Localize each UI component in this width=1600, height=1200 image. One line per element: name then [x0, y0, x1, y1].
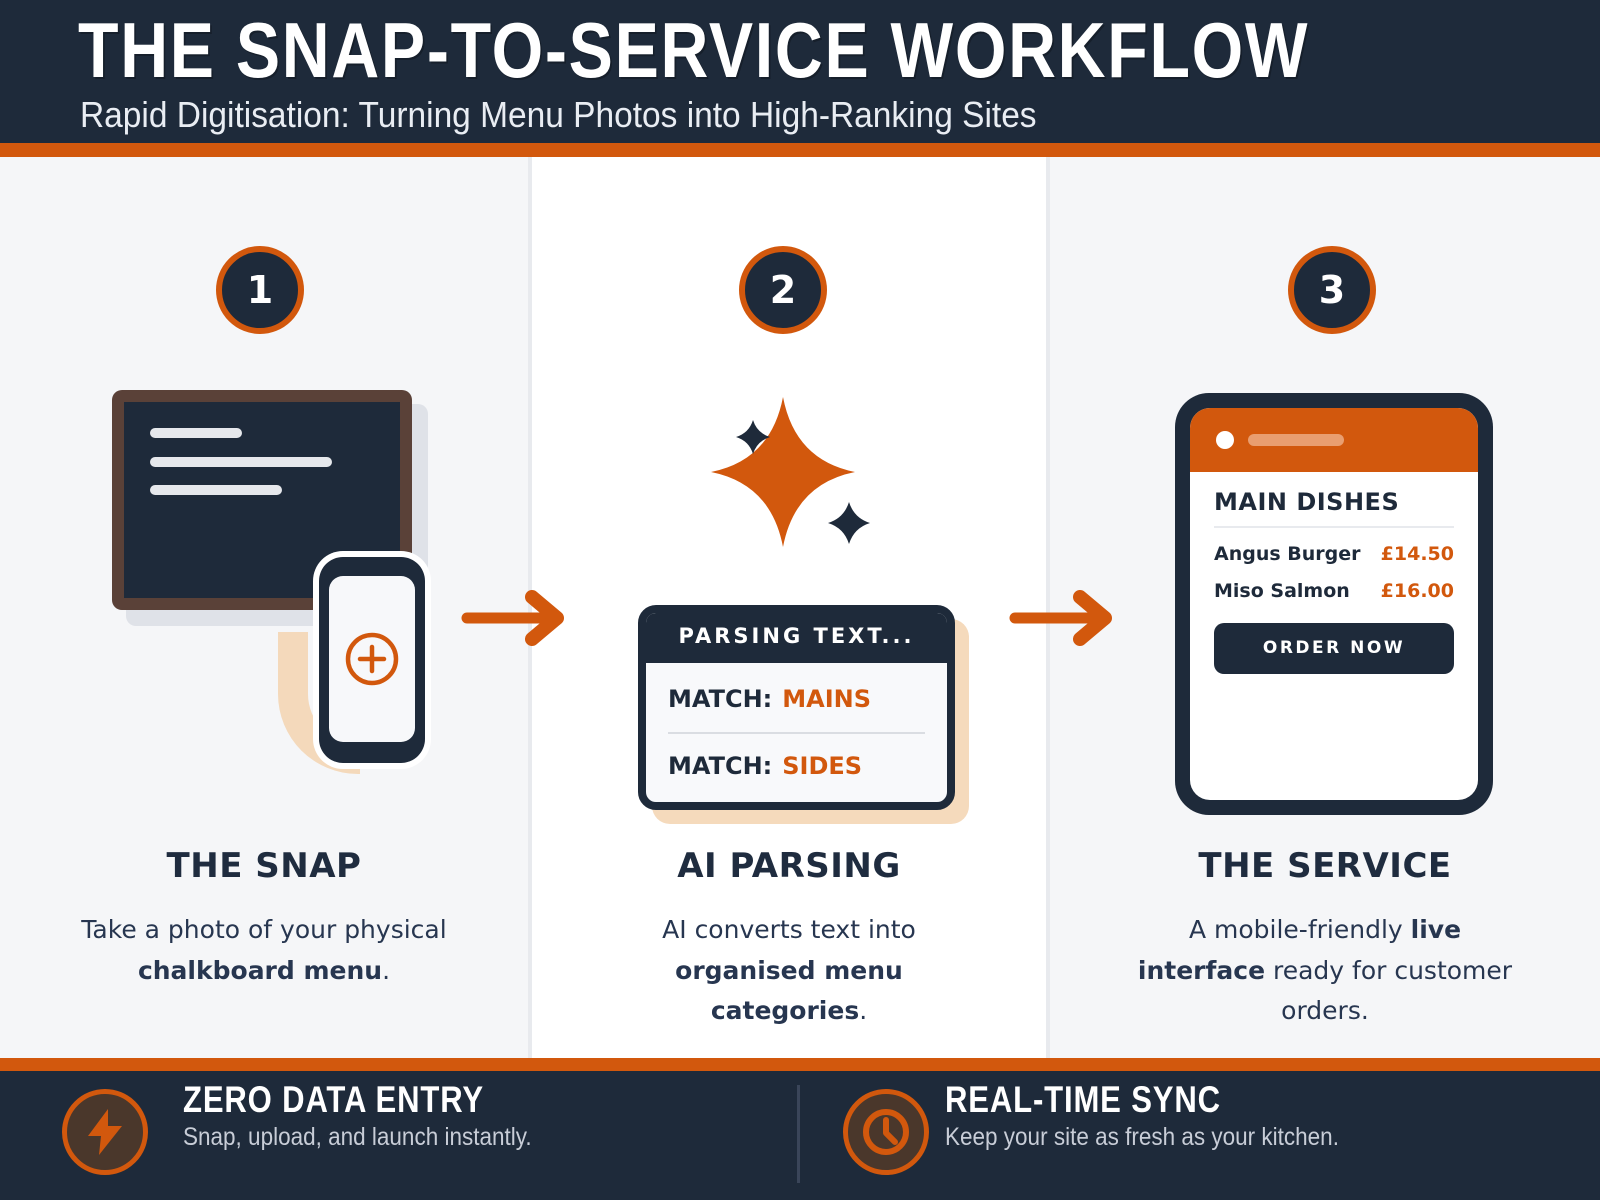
step-1-number: 1 — [246, 268, 274, 312]
service-phone-illustration: MAIN DISHES Angus Burger £14.50 Miso Sal… — [1175, 393, 1493, 815]
menu-item-row: Miso Salmon £16.00 — [1214, 580, 1454, 602]
parsing-card: PARSING TEXT... MATCH: MAINS MATCH: SIDES — [638, 605, 955, 810]
menu-item-row: Angus Burger £14.50 — [1214, 543, 1454, 565]
column-divider — [528, 157, 532, 1058]
chalk-text-line — [150, 485, 282, 495]
step-2-title: AI PARSING — [677, 846, 901, 886]
footer-feature-title: REAL-TIME SYNC — [945, 1079, 1221, 1120]
step-2-number: 2 — [769, 268, 797, 312]
match-row: MATCH: MAINS — [668, 685, 925, 713]
chalk-text-line — [150, 457, 332, 467]
order-now-button[interactable]: ORDER NOW — [1214, 623, 1454, 674]
menu-section-title: MAIN DISHES — [1214, 488, 1454, 528]
camera-phone-screen — [329, 576, 415, 742]
menu-item-name: Angus Burger — [1214, 543, 1361, 565]
footer-clock-badge — [843, 1089, 929, 1175]
camera-phone-illustration — [313, 551, 431, 769]
footer-feature-subtitle: Snap, upload, and launch instantly. — [183, 1123, 532, 1151]
add-photo-plus-icon[interactable] — [344, 631, 400, 687]
menu-item-price: £16.00 — [1380, 580, 1454, 602]
match-value: MAINS — [782, 685, 872, 714]
menu-item-price: £14.50 — [1380, 543, 1454, 565]
header-banner: THE SNAP-TO-SERVICE WORKFLOW Rapid Digit… — [0, 0, 1600, 143]
clock-icon — [863, 1109, 909, 1155]
step-1-badge: 1 — [216, 246, 304, 334]
menu-item-name: Miso Salmon — [1214, 580, 1350, 602]
footer-feature-subtitle: Keep your site as fresh as your kitchen. — [945, 1123, 1339, 1151]
page-subtitle: Rapid Digitisation: Turning Menu Photos … — [80, 94, 1037, 135]
step-2-badge: 2 — [739, 246, 827, 334]
camera-phone-body — [319, 557, 425, 763]
step-3-number: 3 — [1318, 268, 1346, 312]
arrow-right-icon — [461, 590, 564, 646]
footer-banner — [0, 1071, 1600, 1200]
step-3-badge: 3 — [1288, 246, 1376, 334]
match-divider — [668, 731, 925, 734]
match-value: SIDES — [782, 751, 863, 780]
header-accent-rule — [0, 143, 1600, 157]
match-label: MATCH: — [668, 751, 773, 780]
service-phone-content: MAIN DISHES Angus Burger £14.50 Miso Sal… — [1190, 472, 1478, 674]
appbar-dot — [1216, 431, 1234, 449]
match-row: MATCH: SIDES — [668, 752, 925, 780]
ai-sparkle-icon — [711, 397, 870, 547]
chalk-text-line — [150, 428, 242, 438]
service-phone-appbar — [1190, 408, 1478, 472]
footer-divider — [797, 1085, 800, 1183]
footer-accent-rule — [0, 1058, 1600, 1071]
column-divider — [1046, 157, 1050, 1058]
step-1-title: THE SNAP — [166, 846, 362, 886]
appbar-title-placeholder — [1248, 434, 1344, 446]
footer-lightning-badge — [62, 1089, 148, 1175]
arrow-right-icon — [1009, 590, 1112, 646]
service-phone-screen: MAIN DISHES Angus Burger £14.50 Miso Sal… — [1190, 408, 1478, 800]
step-3-title: THE SERVICE — [1198, 846, 1452, 886]
match-label: MATCH: — [668, 685, 773, 714]
footer-feature-title: ZERO DATA ENTRY — [183, 1079, 484, 1120]
lightning-icon — [88, 1109, 122, 1155]
parsing-card-header: PARSING TEXT... — [646, 613, 947, 663]
parsing-card-body: MATCH: MAINS MATCH: SIDES — [646, 663, 947, 802]
page-title: THE SNAP-TO-SERVICE WORKFLOW — [78, 6, 1310, 94]
